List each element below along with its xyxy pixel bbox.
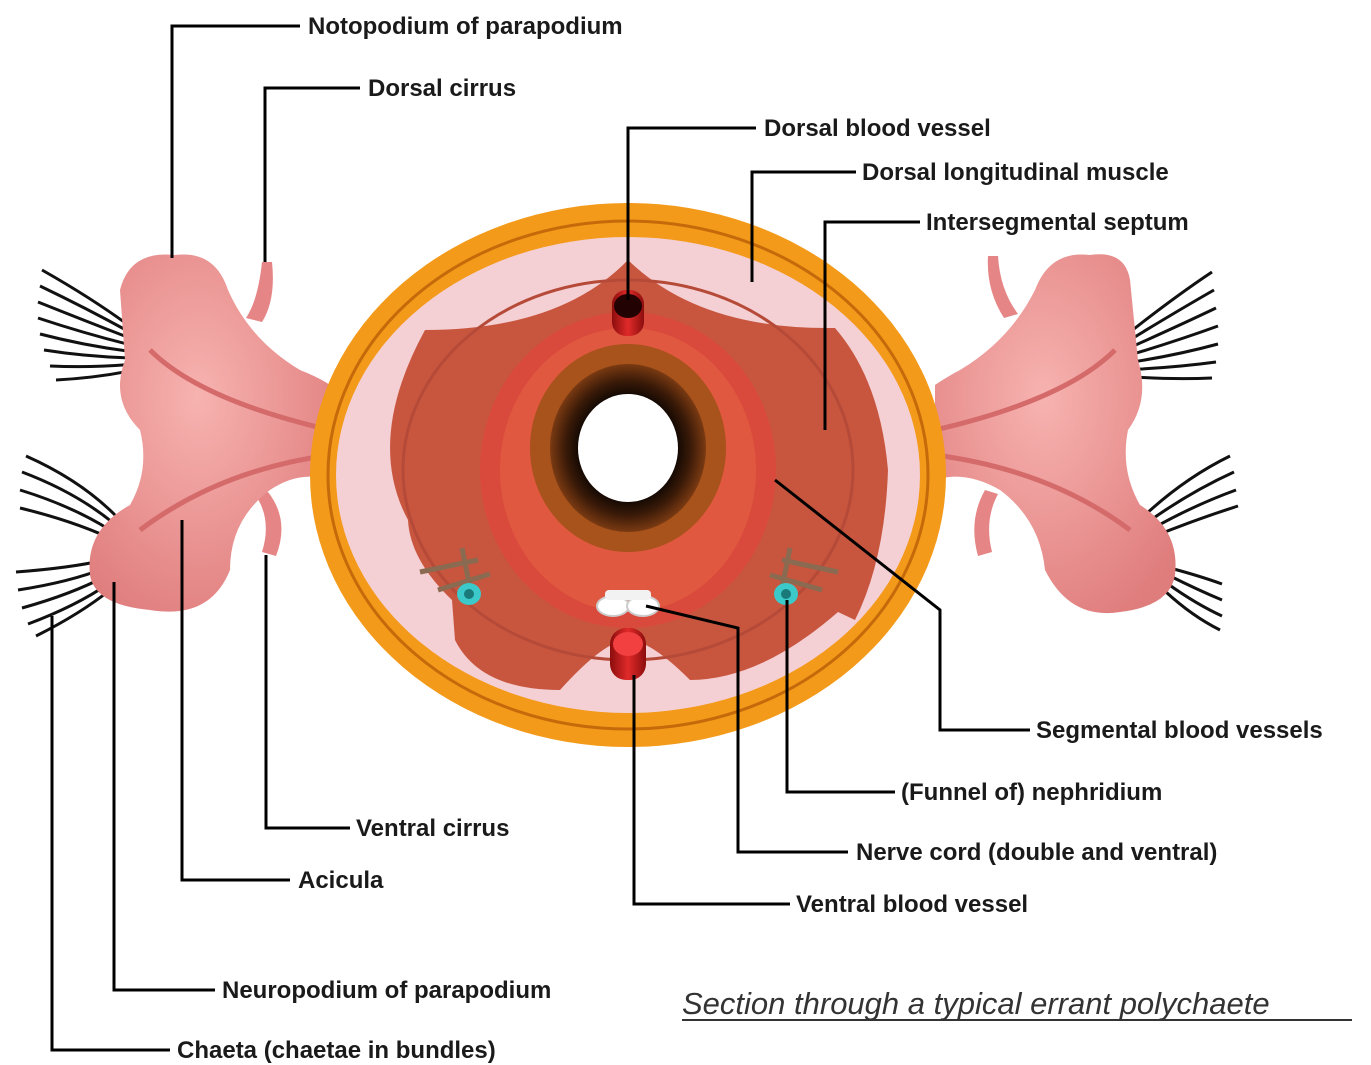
label-nerve-cord: Nerve cord (double and ventral) (856, 839, 1217, 866)
right-ventral-cirrus (974, 490, 998, 556)
left-chaetae-upper (38, 270, 135, 380)
ventral-blood-vessel (610, 628, 646, 680)
label-neuropodium: Neuropodium of parapodium (222, 977, 551, 1004)
label-dorsal-cirrus: Dorsal cirrus (368, 75, 516, 102)
label-ventral-cirrus: Ventral cirrus (356, 815, 509, 842)
label-acicula: Acicula (298, 867, 384, 894)
label-intersegmental-septum: Intersegmental septum (926, 209, 1189, 236)
leader-dorsal-cirrus (265, 88, 360, 262)
label-segmental-blood-vessels: Segmental blood vessels (1036, 717, 1323, 744)
leader-notopodium (172, 26, 300, 258)
gut-lumen (578, 394, 678, 502)
leader-neuropodium (114, 582, 215, 990)
left-dorsal-cirrus (246, 262, 273, 322)
label-chaeta: Chaeta (chaetae in bundles) (177, 1037, 496, 1064)
leader-ventral-cirrus (266, 555, 350, 828)
left-ventral-cirrus (256, 492, 281, 556)
right-parapodium-body (935, 254, 1176, 613)
right-dorsal-cirrus (988, 256, 1018, 318)
leader-chaeta (52, 616, 170, 1050)
label-funnel-nephridium: (Funnel of) nephridium (901, 779, 1162, 806)
left-parapodium-body (90, 254, 331, 611)
label-ventral-blood-vessel: Ventral blood vessel (796, 891, 1028, 918)
left-nephridium-funnel (457, 583, 481, 605)
diagram-caption: Section through a typical errant polycha… (682, 986, 1270, 1021)
label-dorsal-longitudinal-muscle: Dorsal longitudinal muscle (862, 159, 1169, 186)
left-parapodium (16, 254, 330, 636)
label-dorsal-blood-vessel: Dorsal blood vessel (764, 115, 991, 142)
label-notopodium: Notopodium of parapodium (308, 13, 623, 40)
right-parapodium (935, 254, 1238, 630)
